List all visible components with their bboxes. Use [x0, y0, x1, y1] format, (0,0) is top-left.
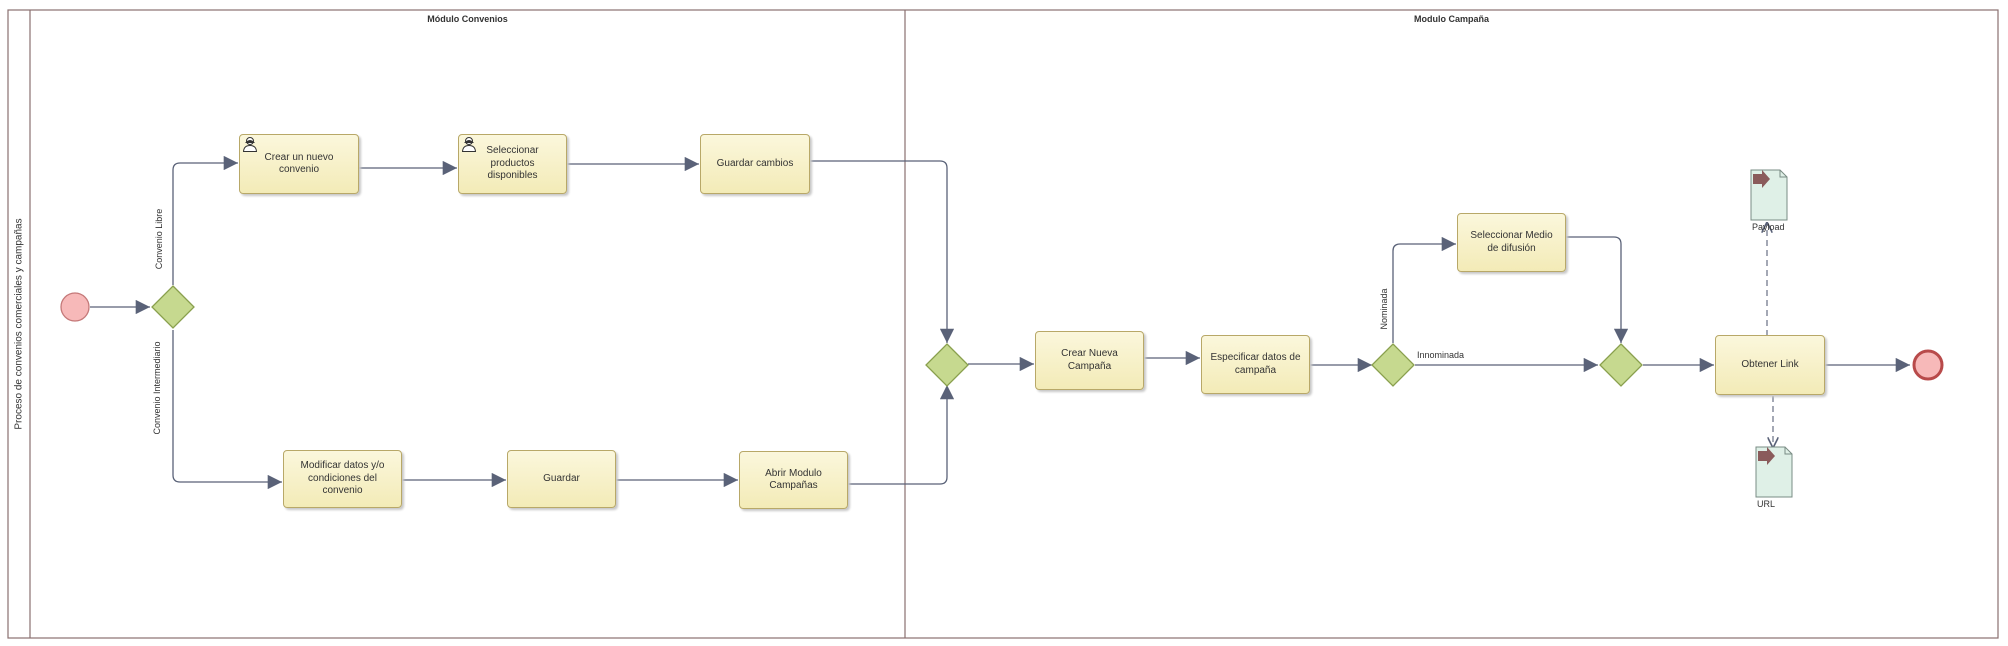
task-obtener-link[interactable]: Obtener Link [1715, 335, 1825, 395]
start-event[interactable] [60, 292, 90, 322]
gateway-merge-campana[interactable] [1599, 343, 1643, 387]
task-crear-campana[interactable]: Crear Nueva Campaña [1035, 331, 1144, 390]
artifact-label-payload: Payload [1752, 222, 1785, 232]
task-crear-convenio[interactable]: Crear un nuevo convenio [239, 134, 359, 194]
flow-gateway-to-modificar [172, 330, 282, 490]
flow-medio-to-merge [1566, 236, 1629, 343]
task-label: Guardar [543, 472, 580, 484]
flow-label-convenio-intermediario: Convenio Intermediario [152, 341, 162, 435]
pool-title-text: Proceso de convenios comerciales y campa… [13, 218, 25, 430]
task-abrir-modulo[interactable]: Abrir Modulo Campañas [739, 451, 848, 509]
gateway-tipo-convenio[interactable] [151, 285, 195, 329]
task-guardar-cambios[interactable]: Guardar cambios [700, 134, 810, 194]
flow-nominada [1392, 236, 1456, 343]
task-label: Obtener Link [1741, 358, 1799, 370]
task-label: Abrir Modulo Campañas [765, 467, 822, 492]
url-document-icon [1755, 446, 1793, 498]
task-guardar[interactable]: Guardar [507, 450, 616, 508]
task-label: Seleccionar productos disponibles [486, 145, 539, 182]
user-icon [242, 137, 258, 152]
end-event[interactable] [1912, 349, 1944, 381]
lane-title-convenios: Módulo Convenios [427, 14, 508, 24]
flow-abrir-to-merge [848, 385, 955, 485]
flow-label-innominada: Innominada [1417, 350, 1465, 360]
payload-document-icon [1750, 169, 1788, 221]
task-modificar-datos[interactable]: Modificar datos y/o condiciones del conv… [283, 450, 402, 508]
task-especificar-datos[interactable]: Especificar datos de campaña [1201, 335, 1310, 394]
gateway-tipo-campana[interactable] [1371, 343, 1415, 387]
task-label: Modificar datos y/o condiciones del conv… [300, 460, 385, 497]
pool-border [7, 9, 1999, 639]
gateway-merge-convenios[interactable] [925, 343, 969, 387]
task-label: Guardar cambios [716, 157, 794, 169]
lane-title-campana: Modulo Campaña [1413, 14, 1489, 24]
task-label: Seleccionar Medio de difusión [1470, 230, 1553, 254]
task-label: Crear Nueva Campaña [1061, 348, 1118, 372]
flow-label-convenio-libre: Convenio Libre [154, 208, 164, 270]
user-icon [461, 137, 477, 152]
flow-label-nominada: Nominada [1379, 288, 1389, 330]
task-seleccionar-medio[interactable]: Seleccionar Medio de difusión [1457, 213, 1566, 272]
flow-guardar-cambios-to-merge [810, 160, 955, 343]
task-label: Crear un nuevo convenio [264, 151, 334, 176]
task-seleccionar-productos[interactable]: Seleccionar productos disponibles [458, 134, 567, 194]
flow-gateway-to-crear [172, 155, 238, 285]
task-label: Especificar datos de campaña [1210, 352, 1301, 376]
pool-title: Proceso de convenios comerciales y campa… [8, 10, 30, 638]
artifact-label-url: URL [1757, 499, 1776, 509]
